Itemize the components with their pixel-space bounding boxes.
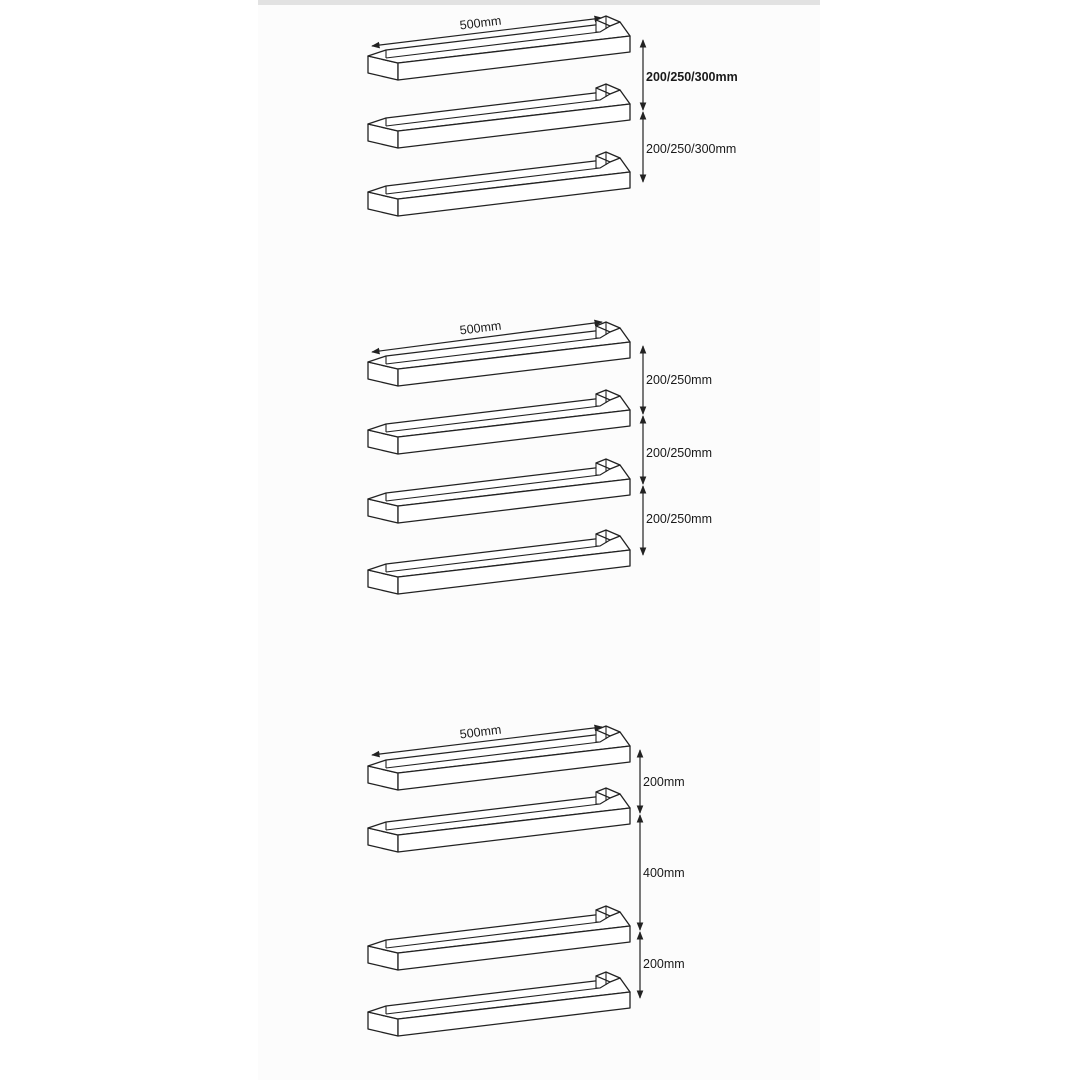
spacing-label: 200/250/300mm [646, 70, 738, 84]
width-dimension: 500mm [371, 319, 603, 355]
spacing-label: 200/250mm [646, 373, 712, 387]
width-dimension: 500mm [371, 14, 603, 49]
rail-set-2: 500mm 200/250mm 200/250mm [367, 319, 712, 595]
width-label: 500mm [459, 14, 502, 33]
spacing-dimension: 200/250mm [639, 485, 712, 556]
towel-rail [367, 151, 631, 217]
spacing-dimension: 200/250/300mm [639, 111, 736, 183]
spacing-label: 200mm [643, 957, 685, 971]
spacing-dimension: 200mm [636, 749, 685, 814]
spacing-label: 400mm [643, 866, 685, 880]
towel-rail [367, 529, 631, 595]
spacing-dimension: 200/250/300mm [639, 39, 738, 111]
width-label: 500mm [459, 723, 502, 742]
spacing-dimension: 200mm [636, 931, 685, 999]
towel-rail [367, 458, 631, 524]
towel-rail [367, 971, 631, 1037]
spacing-label: 200mm [643, 775, 685, 789]
spacing-label: 200/250/300mm [646, 142, 736, 156]
width-label: 500mm [459, 319, 502, 338]
spacing-dimension: 200/250mm [639, 415, 712, 485]
towel-rail [367, 389, 631, 455]
spacing-label: 200/250mm [646, 512, 712, 526]
width-dimension: 500mm [371, 723, 603, 758]
rail-set-1: 500mm 200/250/300mm 200/250/300mm [367, 14, 738, 217]
rail-set-3: 500mm 200mm 400mm [367, 723, 685, 1037]
towel-rail [367, 787, 631, 853]
spacing-label: 200/250mm [646, 446, 712, 460]
spacing-dimension: 200/250mm [639, 345, 712, 415]
towel-rail [367, 905, 631, 971]
top-divider [258, 0, 820, 5]
spacing-dimension: 400mm [636, 814, 685, 931]
towel-rail [367, 83, 631, 149]
